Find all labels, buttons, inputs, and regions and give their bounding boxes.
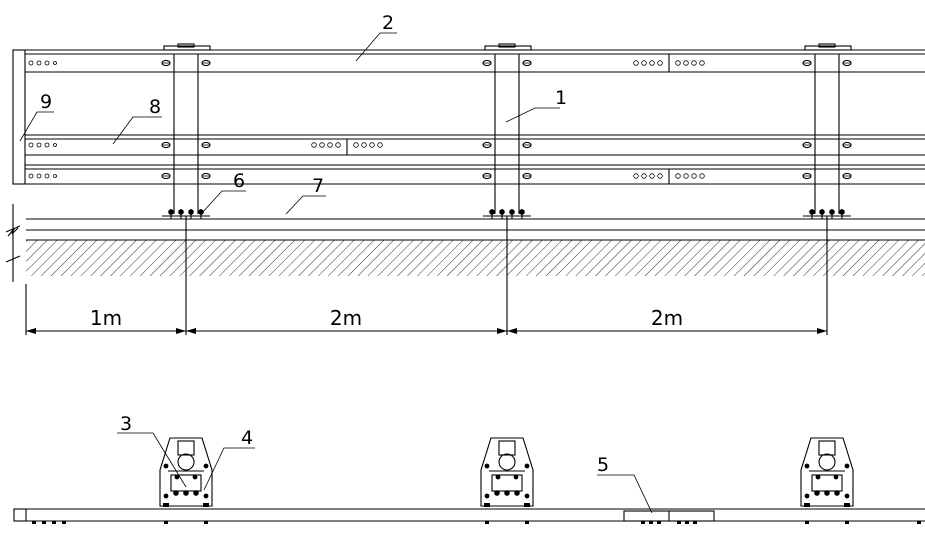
label-bracket: 3: [120, 413, 132, 435]
label-splice-plate: 5: [597, 454, 609, 476]
label-base-bolts: 6: [233, 170, 245, 192]
label-base-line: 7: [312, 175, 324, 197]
post-brackets: [159, 437, 854, 507]
dimension-2m-first: 2m: [330, 306, 362, 330]
top-rail: [25, 49, 925, 73]
middle-rail: [25, 134, 925, 156]
ground-hatch: [26, 240, 925, 276]
plan-end-post: [13, 508, 27, 522]
leader-lines: [19, 32, 560, 215]
break-symbol: [5, 225, 21, 263]
plan-leader-lines: [117, 432, 653, 514]
plan-view: 3 4 5: [13, 413, 925, 524]
elevation-view: 1m 2m 2m 2 1 8 9 6 7: [5, 12, 925, 335]
label-post: 1: [555, 87, 567, 109]
label-end-post: 9: [40, 91, 52, 113]
dimension-1m: 1m: [90, 306, 122, 330]
post-2: [484, 43, 532, 214]
dimension-2m-second: 2m: [651, 306, 683, 330]
label-bolt: 4: [241, 427, 253, 449]
post-3: [804, 43, 852, 214]
dimension-line: [25, 216, 828, 335]
rail-bolt-holes: [28, 59, 852, 180]
label-middle-rail: 8: [149, 96, 161, 118]
post-1: [163, 43, 211, 214]
bottom-rail: [25, 164, 925, 185]
end-post: [12, 49, 26, 185]
label-top-rail: 2: [382, 12, 394, 34]
plan-bolt-dots: [32, 521, 921, 524]
